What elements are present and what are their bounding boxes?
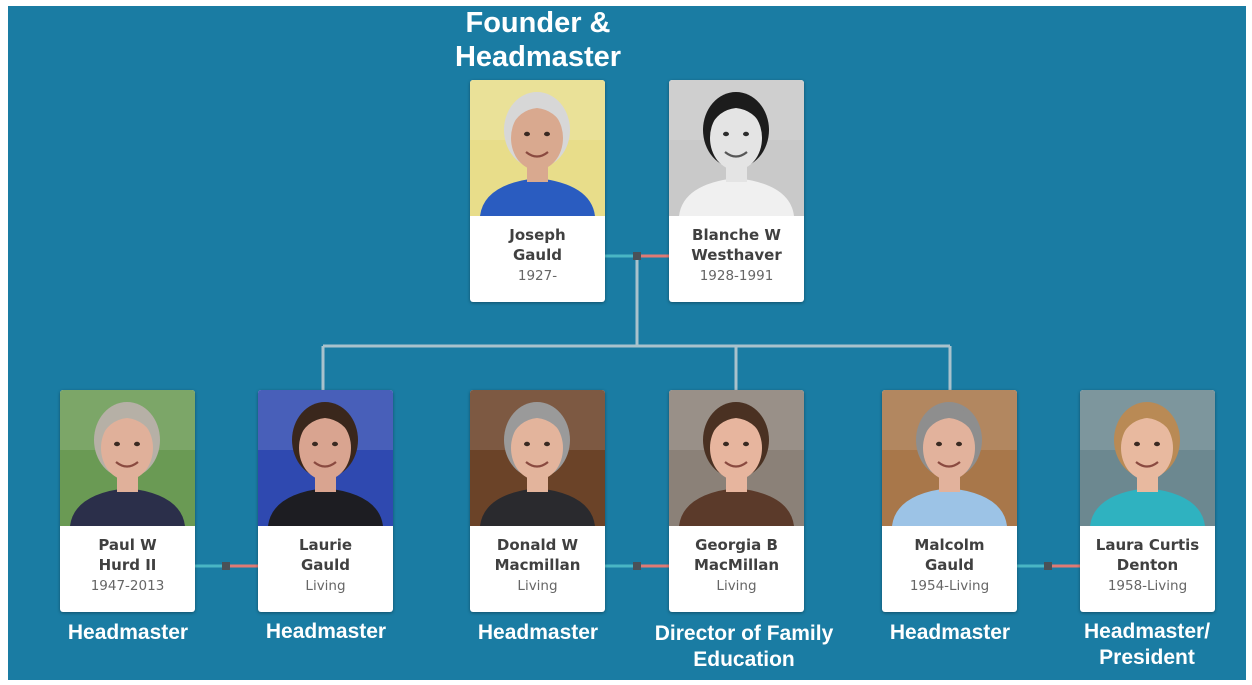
person-card[interactable]: Laura Curtis Denton 1958-Living	[1080, 390, 1215, 612]
portrait-photo	[470, 80, 605, 216]
portrait-illustration	[258, 390, 393, 526]
person-years: 1947-2013	[90, 578, 165, 594]
couple-junction	[633, 252, 641, 260]
portrait-photo	[669, 390, 804, 526]
person-card[interactable]: Joseph Gauld 1927-	[470, 80, 605, 302]
person-years: Living	[305, 578, 346, 594]
role-label: Headmaster/ President	[1083, 620, 1211, 669]
portrait-photo	[882, 390, 1017, 526]
person-years: Living	[517, 578, 558, 594]
person-card[interactable]: Paul W Hurd II 1947-2013	[60, 390, 195, 612]
couple-junction	[633, 562, 641, 570]
person-name: Paul W Hurd II	[98, 536, 157, 574]
portrait-illustration	[60, 390, 195, 526]
person-card[interactable]: Malcolm Gauld 1954-Living	[882, 390, 1017, 612]
role-label: Headmaster	[477, 621, 599, 644]
person-card[interactable]: Laurie Gauld Living	[258, 390, 393, 612]
person-name: Joseph Gauld	[509, 226, 566, 264]
portrait-illustration	[669, 80, 804, 216]
person-years: 1928-1991	[699, 268, 774, 284]
founder-role-label: Founder & Headmaster	[454, 7, 622, 73]
portrait-illustration	[882, 390, 1017, 526]
person-years: 1954-Living	[909, 578, 990, 594]
person-name: Donald W Macmillan	[494, 536, 581, 574]
person-card[interactable]: Georgia B MacMillan Living	[669, 390, 804, 612]
portrait-illustration	[669, 390, 804, 526]
portrait-photo	[60, 390, 195, 526]
person-years: Living	[716, 578, 757, 594]
person-card[interactable]: Blanche W Westhaver 1928-1991	[669, 80, 804, 302]
role-label: Headmaster	[889, 621, 1011, 644]
family-tree-canvas: Founder & Headmaster Joseph Gauld 1927- …	[8, 6, 1246, 680]
portrait-photo	[669, 80, 804, 216]
portrait-photo	[470, 390, 605, 526]
couple-junction	[1044, 562, 1052, 570]
role-label: Director of Family Education	[654, 622, 834, 671]
role-label: Headmaster	[67, 621, 189, 644]
portrait-photo	[258, 390, 393, 526]
person-name: Malcolm Gauld	[914, 536, 985, 574]
person-card[interactable]: Donald W Macmillan Living	[470, 390, 605, 612]
couple-junction	[222, 562, 230, 570]
person-name: Georgia B MacMillan	[693, 536, 780, 574]
portrait-illustration	[1080, 390, 1215, 526]
person-name: Blanche W Westhaver	[691, 226, 782, 264]
role-label: Headmaster	[265, 620, 387, 643]
portrait-illustration	[470, 390, 605, 526]
person-years: 1958-Living	[1107, 578, 1188, 594]
person-years: 1927-	[517, 268, 558, 284]
portrait-photo	[1080, 390, 1215, 526]
portrait-illustration	[470, 80, 605, 216]
person-name: Laurie Gauld	[298, 536, 353, 574]
tree-connector-lines	[195, 252, 1080, 570]
person-name: Laura Curtis Denton	[1095, 536, 1200, 574]
